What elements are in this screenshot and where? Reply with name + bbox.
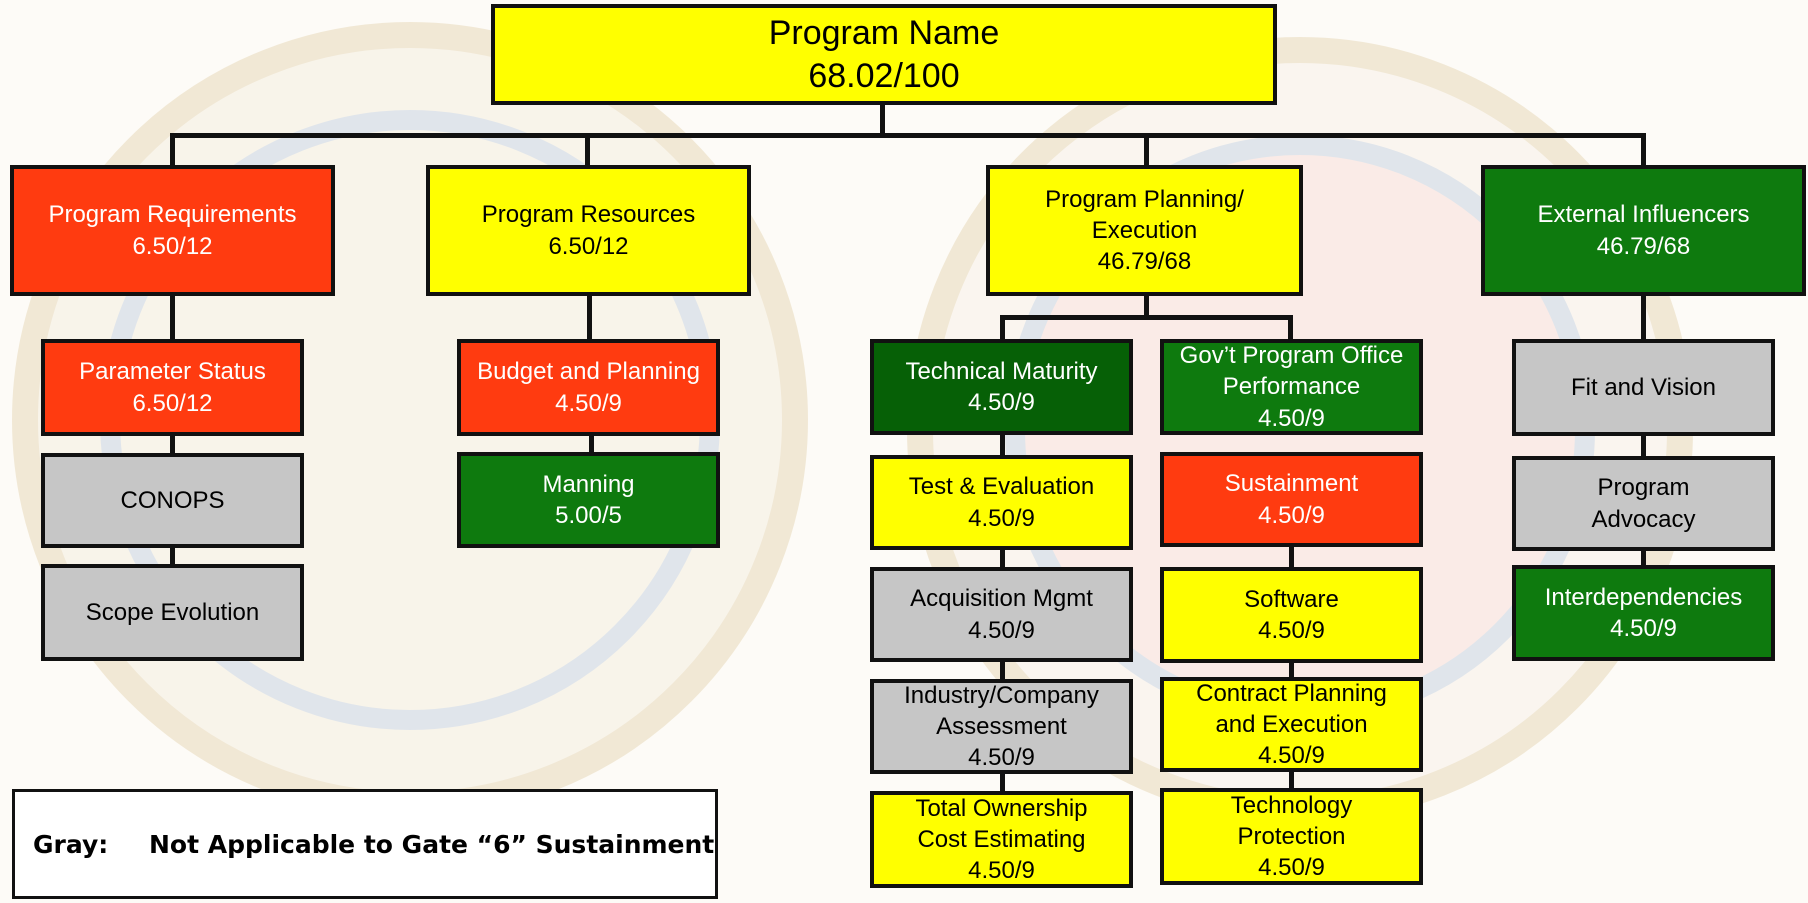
technical-maturity-box: Technical Maturity 4.50/9 xyxy=(870,339,1133,435)
program-planning-execution-title: Program Planning/ Execution xyxy=(1045,185,1244,244)
external-influencers-box: External Influencers 46.79/68 xyxy=(1481,165,1806,296)
parameter-status-box: Parameter Status 6.50/12 xyxy=(41,339,304,436)
program-advocacy-box: Program Advocacy xyxy=(1512,456,1775,551)
fit-vision-box: Fit and Vision xyxy=(1512,339,1775,436)
toc-estimating-box: Total Ownership Cost Estimating 4.50/9 xyxy=(870,791,1133,888)
technology-protection-score: 4.50/9 xyxy=(1258,854,1325,882)
acquisition-mgmt-box: Acquisition Mgmt 4.50/9 xyxy=(870,567,1133,662)
gov-office-performance-box: Gov’t Program Office Performance 4.50/9 xyxy=(1160,339,1423,435)
program-name-title: Program Name xyxy=(768,14,1000,52)
technical-maturity-title: Technical Maturity xyxy=(905,357,1098,385)
legend: Gray: Not Applicable to Gate “6” Sustain… xyxy=(12,789,718,899)
sustainment-score: 4.50/9 xyxy=(1258,501,1325,529)
gov-office-performance-score: 4.50/9 xyxy=(1258,404,1325,432)
program-requirements-box: Program Requirements 6.50/12 xyxy=(10,165,335,296)
contract-planning-score: 4.50/9 xyxy=(1258,742,1325,770)
sustainment-box: Sustainment 4.50/9 xyxy=(1160,452,1423,547)
conops-title: CONOPS xyxy=(120,486,225,514)
manning-title: Manning xyxy=(542,470,635,498)
scope-evolution-box: Scope Evolution xyxy=(41,564,304,661)
program-planning-execution-box: Program Planning/ Execution 46.79/68 xyxy=(986,165,1303,296)
gov-office-performance-title: Gov’t Program Office Performance xyxy=(1179,342,1404,401)
parameter-status-title: Parameter Status xyxy=(79,358,266,386)
program-advocacy-title: Program Advocacy xyxy=(1591,474,1696,533)
program-resources-box: Program Resources 6.50/12 xyxy=(426,165,751,296)
acquisition-mgmt-title: Acquisition Mgmt xyxy=(910,585,1093,613)
software-title: Software xyxy=(1244,585,1339,613)
external-influencers-title: External Influencers xyxy=(1537,201,1750,229)
test-evaluation-box: Test & Evaluation 4.50/9 xyxy=(870,455,1133,550)
industry-assessment-title: Industry/Company Assessment xyxy=(904,681,1099,740)
technology-protection-title: Technology Protection xyxy=(1230,791,1353,850)
contract-planning-box: Contract Planning and Execution 4.50/9 xyxy=(1160,677,1423,772)
budget-planning-box: Budget and Planning 4.50/9 xyxy=(457,339,720,436)
external-influencers-score: 46.79/68 xyxy=(1596,232,1691,260)
acquisition-mgmt-score: 4.50/9 xyxy=(968,616,1035,644)
toc-estimating-title: Total Ownership Cost Estimating xyxy=(915,794,1088,853)
program-name-box: Program Name 68.02/100 xyxy=(491,4,1277,105)
scope-evolution-title: Scope Evolution xyxy=(85,598,260,626)
conops-box: CONOPS xyxy=(41,453,304,548)
budget-planning-score: 4.50/9 xyxy=(555,389,622,417)
test-evaluation-score: 4.50/9 xyxy=(968,504,1035,532)
software-box: Software 4.50/9 xyxy=(1160,567,1423,663)
software-score: 4.50/9 xyxy=(1258,617,1325,644)
legend-key: Gray: xyxy=(33,829,109,859)
interdependencies-score: 4.50/9 xyxy=(1610,615,1677,642)
program-resources-title: Program Resources xyxy=(481,201,696,229)
interdependencies-box: Interdependencies 4.50/9 xyxy=(1512,565,1775,661)
interdependencies-title: Interdependencies xyxy=(1544,583,1743,611)
technology-protection-box: Technology Protection 4.50/9 xyxy=(1160,788,1423,885)
fit-vision-title: Fit and Vision xyxy=(1571,373,1716,401)
program-requirements-title: Program Requirements xyxy=(48,201,297,229)
program-name-score: 68.02/100 xyxy=(808,56,960,95)
parameter-status-score: 6.50/12 xyxy=(132,389,213,417)
program-resources-score: 6.50/12 xyxy=(548,232,629,260)
manning-box: Manning 5.00/5 xyxy=(457,452,720,548)
manning-score: 5.00/5 xyxy=(555,502,622,529)
budget-planning-title: Budget and Planning xyxy=(477,358,700,386)
test-evaluation-title: Test & Evaluation xyxy=(908,473,1095,501)
industry-assessment-box: Industry/Company Assessment 4.50/9 xyxy=(870,679,1133,774)
toc-estimating-score: 4.50/9 xyxy=(968,857,1035,885)
program-planning-execution-score: 46.79/68 xyxy=(1097,248,1192,276)
contract-planning-title: Contract Planning and Execution xyxy=(1196,679,1387,738)
sustainment-title: Sustainment xyxy=(1224,470,1359,498)
program-requirements-score: 6.50/12 xyxy=(132,232,213,260)
industry-assessment-score: 4.50/9 xyxy=(968,744,1035,772)
technical-maturity-score: 4.50/9 xyxy=(968,389,1035,416)
legend-text: Not Applicable to Gate “6” Sustainment xyxy=(149,829,715,859)
